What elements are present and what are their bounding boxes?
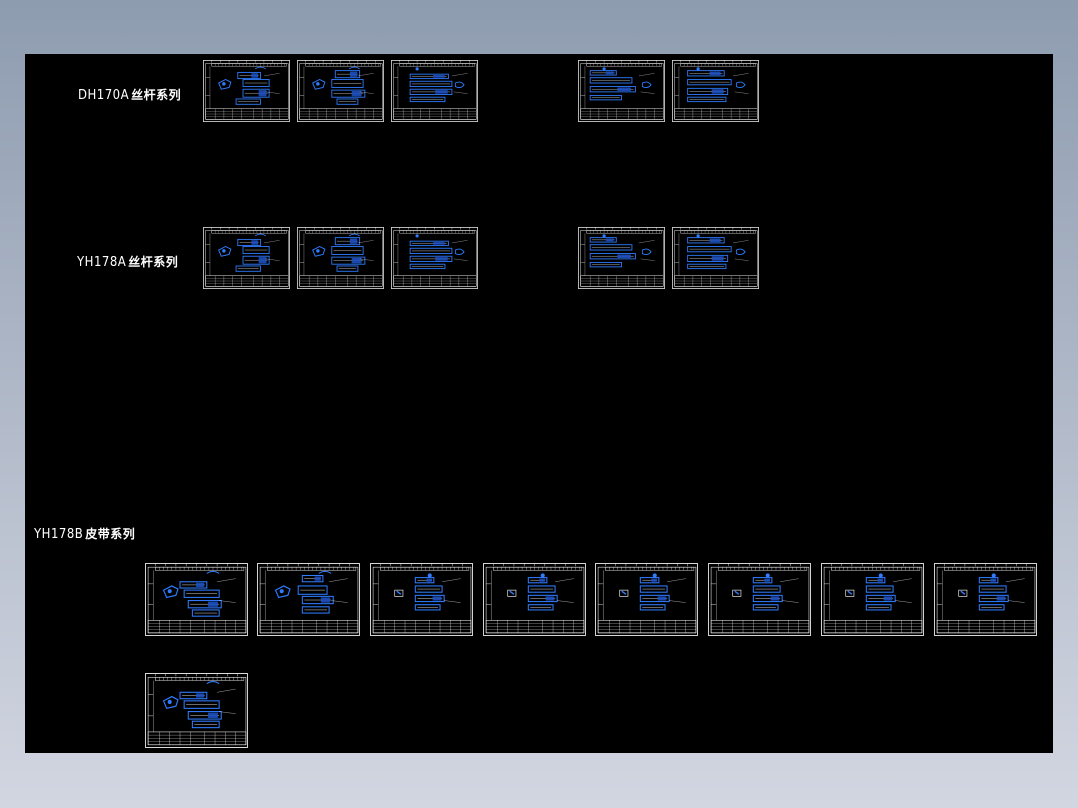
drawing-sheet-yh178b-2[interactable] (257, 563, 360, 636)
series-name: 丝杆系列 (131, 88, 182, 102)
drawing-sheet-yh178a-2[interactable] (297, 227, 384, 289)
drawing-sheet-yh178b-1[interactable] (145, 563, 248, 636)
drawing-sheet-yh178b-3[interactable] (370, 563, 473, 636)
series-code: YH178A (77, 255, 127, 270)
drawing-sheet-yh178b-5[interactable] (595, 563, 698, 636)
drawing-sheet-yh178b-8[interactable] (934, 563, 1037, 636)
drawing-sheet-dh170a-4[interactable] (578, 60, 665, 122)
drawing-sheet-yh178b-6[interactable] (708, 563, 811, 636)
series-name: 皮带系列 (85, 527, 136, 541)
drawing-sheet-dh170a-2[interactable] (297, 60, 384, 122)
series-code: YH178B (34, 527, 84, 542)
drawing-sheet-dh170a-3[interactable] (391, 60, 478, 122)
drawing-sheet-yh178b-7[interactable] (821, 563, 924, 636)
drawing-sheet-yh178a-3[interactable] (391, 227, 478, 289)
drawing-sheet-yh178a-5[interactable] (672, 227, 759, 289)
drawing-sheet-yh178a-4[interactable] (578, 227, 665, 289)
series-code: DH170A (78, 88, 130, 103)
drawing-sheet-yh178b-9[interactable] (145, 673, 248, 748)
drawing-sheet-dh170a-1[interactable] (203, 60, 290, 122)
drawing-sheet-dh170a-5[interactable] (672, 60, 759, 122)
drawing-sheet-yh178a-1[interactable] (203, 227, 290, 289)
series-name: 丝杆系列 (128, 255, 179, 269)
drawing-sheet-yh178b-4[interactable] (483, 563, 586, 636)
